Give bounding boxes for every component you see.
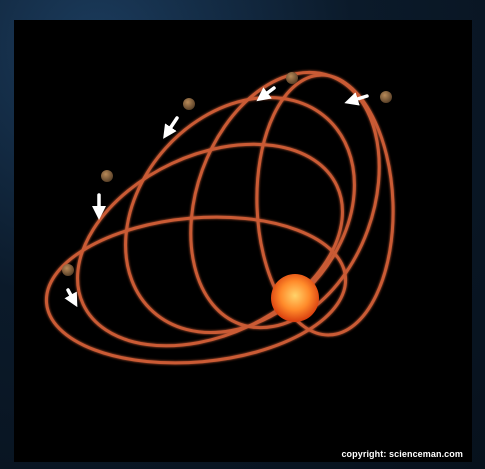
diagram-panel: [14, 20, 472, 462]
orbit-3: [124, 95, 356, 335]
orbit-5: [255, 73, 395, 337]
copyright-text: copyright: scienceman.com: [341, 449, 463, 459]
planet-2: [101, 170, 113, 182]
planet-3: [183, 98, 195, 110]
orbit-1: [44, 215, 348, 365]
planet-4: [286, 72, 298, 84]
arrow-1: [64, 288, 78, 308]
arrow-5: [344, 92, 369, 106]
planet-5: [380, 91, 392, 103]
planet-1: [62, 264, 74, 276]
sun: [271, 274, 319, 322]
arrow-3: [163, 116, 179, 139]
arrow-4: [256, 86, 276, 102]
